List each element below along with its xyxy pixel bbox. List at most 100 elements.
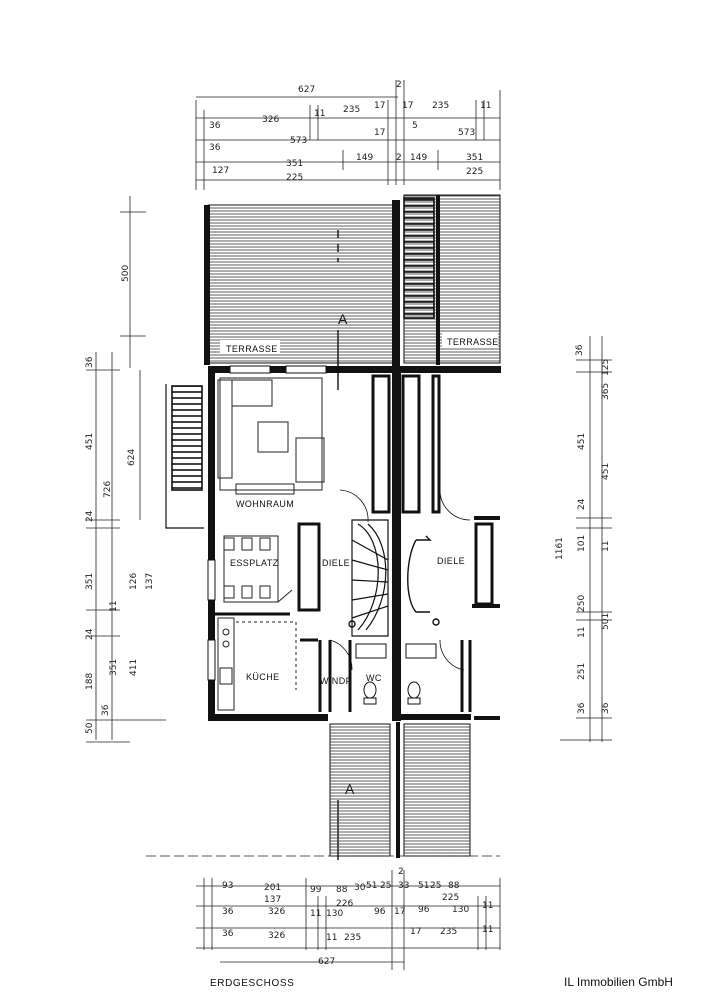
terrace-left-hatch — [207, 204, 397, 364]
dim-top-r1-f: 17 — [402, 101, 413, 111]
dim-right-d11: 11 — [577, 627, 587, 638]
kitchen-label: KÜCHE — [246, 672, 280, 682]
dim-top-r1-a: 36 — [209, 121, 221, 131]
dim-bottom-r2-b: 326 — [268, 907, 285, 917]
dim-bottom-r3-b: 326 — [268, 931, 285, 941]
dim-top-overall: 627 — [298, 85, 315, 95]
interior-walls — [215, 374, 494, 712]
living-room-label: WOHNRAUM — [236, 499, 294, 509]
dim-bottom-axis: 2 — [398, 867, 404, 877]
dim-bottom-r2-c: 11 — [310, 909, 321, 919]
dim-right-d10: 250 — [577, 595, 587, 612]
dim-bottom-r1-b: 201 — [264, 883, 281, 893]
dim-left-d11: 188 — [85, 673, 95, 690]
walkway-right — [403, 723, 471, 857]
dim-bottom-r1-j: 51 — [418, 881, 429, 891]
walkway-divider — [396, 722, 400, 858]
dim-top-r1-d: 235 — [343, 105, 360, 115]
dim-bottom-r1-c: 137 — [264, 895, 281, 905]
dim-left-d4: 726 — [103, 481, 113, 498]
dim-bottom-r1-h: 25 — [380, 881, 391, 891]
terrace-left-label: TERRASSE — [226, 344, 278, 354]
dim-right-d1: 36 — [575, 344, 585, 356]
dim-bottom-r2-g: 17 — [394, 907, 405, 917]
dim-left-d10: 24 — [85, 628, 95, 640]
section-marker-top: A — [338, 311, 348, 327]
dim-bottom-r2-k: 11 — [482, 901, 493, 911]
plan-title: ERDGESCHOSS — [210, 978, 294, 989]
dim-top-axis: 2 — [396, 80, 402, 90]
dim-top-r3-b: 351 — [286, 159, 303, 169]
dim-left-d2: 451 — [85, 433, 95, 450]
dim-right-d13: 251 — [577, 663, 587, 680]
dim-bottom-r1-d: 99 — [310, 885, 322, 895]
dim-left-d3: 624 — [127, 449, 137, 466]
kitchen-units — [217, 617, 297, 711]
dim-bottom-r3-d: 235 — [344, 933, 361, 943]
dim-left-d6: 351 — [85, 573, 95, 590]
interior-stair-right — [348, 535, 440, 628]
dim-bottom-r2-i: 130 — [452, 905, 469, 915]
dim-top-r2-b: 573 — [290, 136, 307, 146]
dim-right-d4: 451 — [577, 433, 587, 450]
dim-top-r2-a: 36 — [209, 143, 221, 153]
dim-right-d3: 125 — [601, 359, 611, 376]
dim-right-d2: 365 — [601, 383, 611, 400]
dim-top-r2-c: 17 — [374, 128, 385, 138]
dim-right-d7: 24 — [577, 498, 587, 510]
dim-top-r3-d: 149 — [356, 153, 373, 163]
interior-stair-left — [351, 519, 389, 637]
dim-right-d12: 501 — [601, 613, 611, 630]
dim-left-d1: 36 — [85, 356, 95, 368]
dim-right-d9: 11 — [601, 541, 611, 552]
dim-bottom-r3-g: 11 — [482, 925, 493, 935]
terrace-right-label-bg — [442, 333, 498, 347]
dim-top-r1-c: 11 — [314, 109, 325, 119]
dim-right-d8: 101 — [577, 535, 587, 552]
dim-bottom-r1-k: 25 — [430, 881, 441, 891]
dim-left-d7: 11 — [109, 601, 119, 612]
dim-bottom-r1-f: 30 — [354, 883, 366, 893]
stair-left-landing — [165, 384, 204, 529]
dim-top-r3-f: 149 — [410, 153, 427, 163]
dim-bottom-r1-l: 88 — [448, 881, 460, 891]
dimension-chain-left — [86, 196, 166, 743]
dim-top-r3-a: 127 — [212, 166, 229, 176]
dim-top-r1-g: 235 — [432, 101, 449, 111]
dim-bottom-overall: 627 — [318, 957, 335, 967]
dim-left-d9: 137 — [145, 573, 155, 590]
dimension-chain-right — [560, 336, 612, 742]
dim-bottom-r3-c: 11 — [326, 933, 337, 943]
dim-left-terrace: 500 — [121, 265, 131, 282]
dim-bottom-r3-f: 235 — [440, 927, 457, 937]
exterior-stair-right — [403, 197, 435, 319]
dim-left-d5: 24 — [85, 510, 95, 522]
dim-bottom-r2-h: 96 — [418, 905, 430, 915]
dining-area-label: ESSPLATZ — [230, 558, 279, 568]
living-furniture — [217, 377, 325, 495]
dimension-chain-bottom — [196, 870, 501, 970]
dim-left-d8: 126 — [129, 573, 139, 590]
terrace-right-label: TERRASSE — [447, 337, 499, 347]
dim-bottom-r2-d: 130 — [326, 909, 343, 919]
dim-bottom-r2-e: 226 — [336, 899, 353, 909]
hall-right-label: DIELE — [437, 556, 465, 566]
dim-top-r3-e: 2 — [396, 153, 402, 163]
dim-bottom-r1-g: 51 — [366, 881, 377, 891]
dim-top-r3-c: 225 — [286, 173, 303, 183]
dim-right-d6: 1161 — [555, 537, 565, 560]
wc-label: WC — [366, 673, 382, 683]
dim-top-r2-d: 5 — [412, 121, 418, 131]
windows — [207, 365, 327, 681]
dim-bottom-r1-e: 88 — [336, 885, 348, 895]
dim-bottom-r1-i: 33 — [398, 881, 409, 891]
dim-top-r3-g: 351 — [466, 153, 483, 163]
privacy-walls-terrace — [204, 195, 440, 366]
dim-right-d15: 36 — [601, 702, 611, 714]
door-swings — [329, 489, 471, 671]
terrace-left-label-bg — [220, 340, 280, 354]
dim-bottom-r2-a: 36 — [222, 907, 234, 917]
dim-left-d15: 36 — [101, 704, 111, 716]
dim-left-d12: 351 — [109, 659, 119, 676]
